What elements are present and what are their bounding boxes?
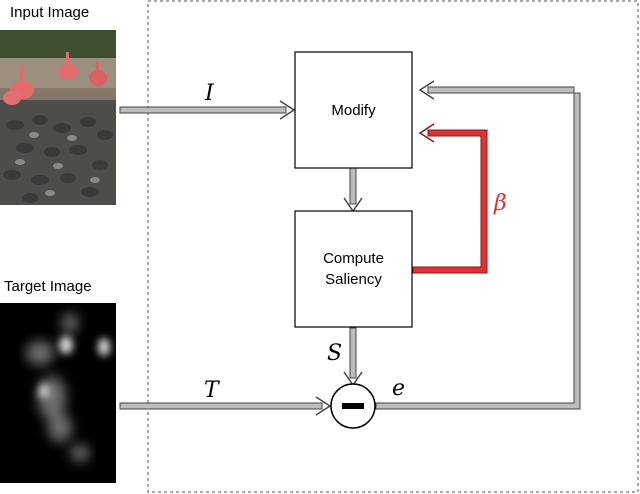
compute-label-line1: Compute (323, 250, 384, 267)
subtract-node (330, 383, 376, 429)
symbol-S: S (327, 341, 342, 366)
symbol-e: e (392, 376, 405, 401)
arrow-target-to-minus (119, 396, 332, 416)
symbol-T: T (204, 378, 221, 403)
arrow-compute-to-minus (343, 327, 363, 387)
input-image-photo (0, 30, 116, 205)
arrow-error-feedback (375, 80, 581, 410)
compute-saliency-block (294, 210, 413, 328)
target-image (0, 303, 116, 483)
target-image-label: Target Image (4, 278, 92, 295)
compute-label-line2: Saliency (325, 271, 382, 288)
modify-block (294, 51, 413, 169)
minus-icon (342, 403, 364, 409)
symbol-I: I (204, 81, 215, 106)
symbol-beta: β (493, 191, 507, 216)
target-image-heatmap (0, 303, 116, 483)
system-border (147, 0, 639, 493)
arrow-beta-feedback (412, 123, 488, 274)
modify-label: Modify (331, 102, 376, 119)
arrow-modify-to-compute (343, 167, 363, 213)
input-image-label: Input Image (10, 4, 90, 21)
arrow-input-to-modify (119, 100, 296, 120)
input-image (0, 30, 116, 205)
